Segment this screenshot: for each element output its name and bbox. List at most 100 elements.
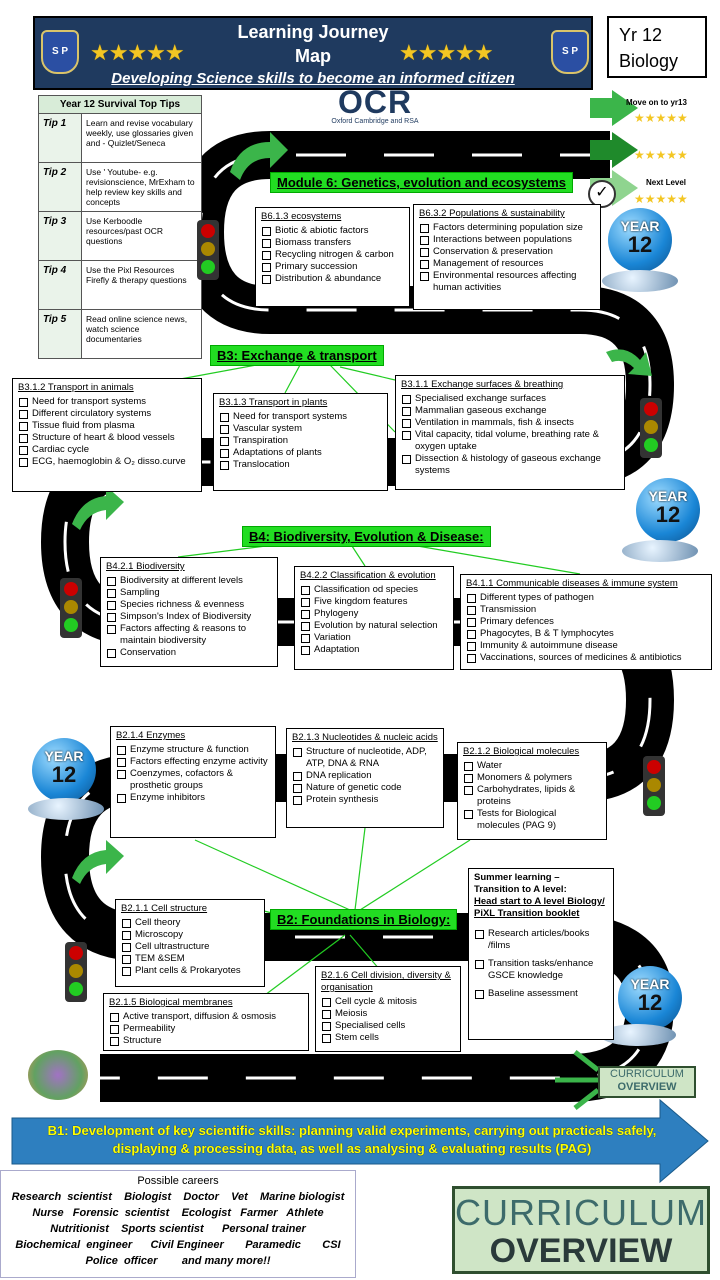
wildlife-collage-icon — [28, 1050, 88, 1100]
careers-title: Possible careers — [137, 1175, 219, 1187]
list-item: Environmental resources affecting human … — [419, 270, 595, 294]
year-subject-box: Yr 12 Biology — [607, 16, 707, 78]
tip-key: Tip 4 — [39, 261, 82, 309]
list-item: Adaptations of plants — [219, 447, 382, 459]
header-title-line2: Map — [295, 46, 331, 66]
tip-text: Learn and revise vocabulary weekly, use … — [82, 114, 201, 162]
list-item: Microscopy — [121, 929, 259, 941]
curriculum-line1: CURRICULUM — [610, 1068, 684, 1080]
careers-line: Police officer and many more!! — [85, 1255, 271, 1267]
box-title: B2.1.4 Enzymes — [116, 730, 186, 741]
ocr-logo-text: OCR — [337, 84, 413, 120]
list-item: Mammalian gaseous exchange — [401, 405, 619, 417]
box-title: B3.1.3 Transport in plants — [219, 397, 328, 408]
next-level-label: Next Level — [646, 178, 687, 187]
list-item: Baseline assessment — [474, 988, 608, 1000]
year-word: YEAR — [620, 218, 660, 234]
b2-1-3-box: B2.1.3 Nucleotides & nucleic acids Struc… — [286, 728, 444, 828]
list-item: TEM &SEM — [121, 953, 259, 965]
header-title-line1: Learning Journey — [237, 22, 389, 42]
list-item: Transpiration — [219, 435, 382, 447]
b4-2-1-box: B4.2.1 Biodiversity Biodiversity at diff… — [100, 557, 278, 667]
list-item: Active transport, diffusion & osmosis — [109, 1011, 303, 1023]
list-item: Management of resources — [419, 258, 595, 270]
tip-text: Use Kerboodle resources/past OCR questio… — [82, 212, 201, 260]
b3-1-3-box: B3.1.3 Transport in plants Need for tran… — [213, 393, 388, 491]
list-item: Primary succession — [261, 261, 404, 273]
list-item: Structure of heart & blood vessels — [18, 432, 196, 444]
curriculum-line2: OVERVIEW — [617, 1081, 677, 1093]
year-number: 12 — [655, 502, 681, 527]
list-item: Biotic & abiotic factors — [261, 225, 404, 237]
list-item: Meiosis — [321, 1008, 455, 1020]
stars-row-icon: ★★★★★ — [634, 192, 688, 206]
list-item: Biodiversity at different levels — [106, 575, 272, 587]
b2-label: B2: Foundations in Biology: — [270, 909, 458, 930]
school-crest-icon-right: S P — [551, 30, 589, 74]
careers-line: Nurse Forensic scientist Ecologist Farme… — [32, 1207, 324, 1219]
careers-line: Nutritionist Sports scientist Personal t… — [50, 1223, 306, 1235]
box-title: B2.1.3 Nucleotides & nucleic acids — [292, 732, 438, 743]
list-item: Evolution by natural selection — [300, 620, 448, 632]
b2-1-6-box: B2.1.6 Cell division, diversity & organi… — [315, 966, 461, 1052]
curriculum-overview-large[interactable]: CURRICULUM OVERVIEW — [452, 1186, 710, 1274]
header-banner: S P ★★★★★ Learning Journey Map ★★★★★ S P… — [33, 16, 593, 90]
list-item: Enzyme structure & function — [116, 744, 270, 756]
year-word: YEAR — [630, 976, 670, 992]
list-item: Factors effecting enzyme activity — [116, 756, 270, 768]
careers-line: Biochemical engineer Civil Engineer Para… — [15, 1239, 341, 1251]
stars-row-icon: ★★★★★ — [634, 111, 688, 125]
year-number: 12 — [637, 990, 663, 1015]
b3-1-1-box: B3.1.1 Exchange surfaces & breathing Spe… — [395, 375, 625, 490]
list-item: Conservation & preservation — [419, 246, 595, 258]
list-item: Cell theory — [121, 917, 259, 929]
traffic-light-icon — [197, 220, 219, 280]
list-item: Need for transport systems — [18, 396, 196, 408]
list-item: Cell cycle & mitosis — [321, 996, 455, 1008]
list-item: Simpson's Index of Biodiversity — [106, 611, 272, 623]
move-on-label: Move on to yr13 — [626, 98, 687, 107]
box-title: B3.1.2 Transport in animals — [18, 382, 134, 393]
list-item: Ventilation in mammals, fish & insects — [401, 417, 619, 429]
list-item: Cell ultrastructure — [121, 941, 259, 953]
list-item: Structure — [109, 1035, 303, 1047]
tip-key: Tip 3 — [39, 212, 82, 260]
b4-1-1-box: B4.1.1 Communicable diseases & immune sy… — [460, 574, 712, 670]
summer-learning-box: Summer learning – Transition to A level:… — [468, 868, 614, 1040]
list-item: Phagocytes, B & T lymphocytes — [466, 628, 706, 640]
box-title: B6.1.3 ecosystems — [261, 211, 342, 222]
list-item: Five kingdom features — [300, 596, 448, 608]
header-subtitle: Developing Science skills to become an i… — [111, 70, 515, 87]
list-item: Plant cells & Prokaryotes — [121, 965, 259, 977]
list-item: Variation — [300, 632, 448, 644]
list-item: Vascular system — [219, 423, 382, 435]
badge-base-icon — [28, 798, 104, 820]
badge-base-icon — [622, 540, 698, 562]
list-item: Dissection & histology of gaseous exchan… — [401, 453, 619, 477]
box-title: B2.1.1 Cell structure — [121, 903, 208, 914]
list-item: Need for transport systems — [219, 411, 382, 423]
list-item: Vital capacity, tidal volume, breathing … — [401, 429, 619, 453]
stars-row-icon: ★★★★★ — [634, 148, 688, 162]
ocr-tagline: Oxford Cambridge and RSA — [331, 118, 419, 125]
list-item: Interactions between populations — [419, 234, 595, 246]
tip-key: Tip 1 — [39, 114, 82, 162]
list-item: Recycling nitrogen & carbon — [261, 249, 404, 261]
list-item: Tissue fluid from plasma — [18, 420, 196, 432]
curriculum-overview-small[interactable]: CURRICULUM OVERVIEW — [598, 1066, 696, 1098]
b4-label: B4: Biodiversity, Evolution & Disease: — [242, 526, 491, 547]
school-crest-icon: S P — [41, 30, 79, 74]
year-label: Yr 12 — [619, 25, 663, 45]
list-item: Water — [463, 760, 601, 772]
tip-key: Tip 2 — [39, 163, 82, 211]
box-title: B6.3.2 Populations & sustainability — [419, 208, 565, 219]
subject-label: Biology — [619, 51, 679, 71]
list-item: Adaptation — [300, 644, 448, 656]
